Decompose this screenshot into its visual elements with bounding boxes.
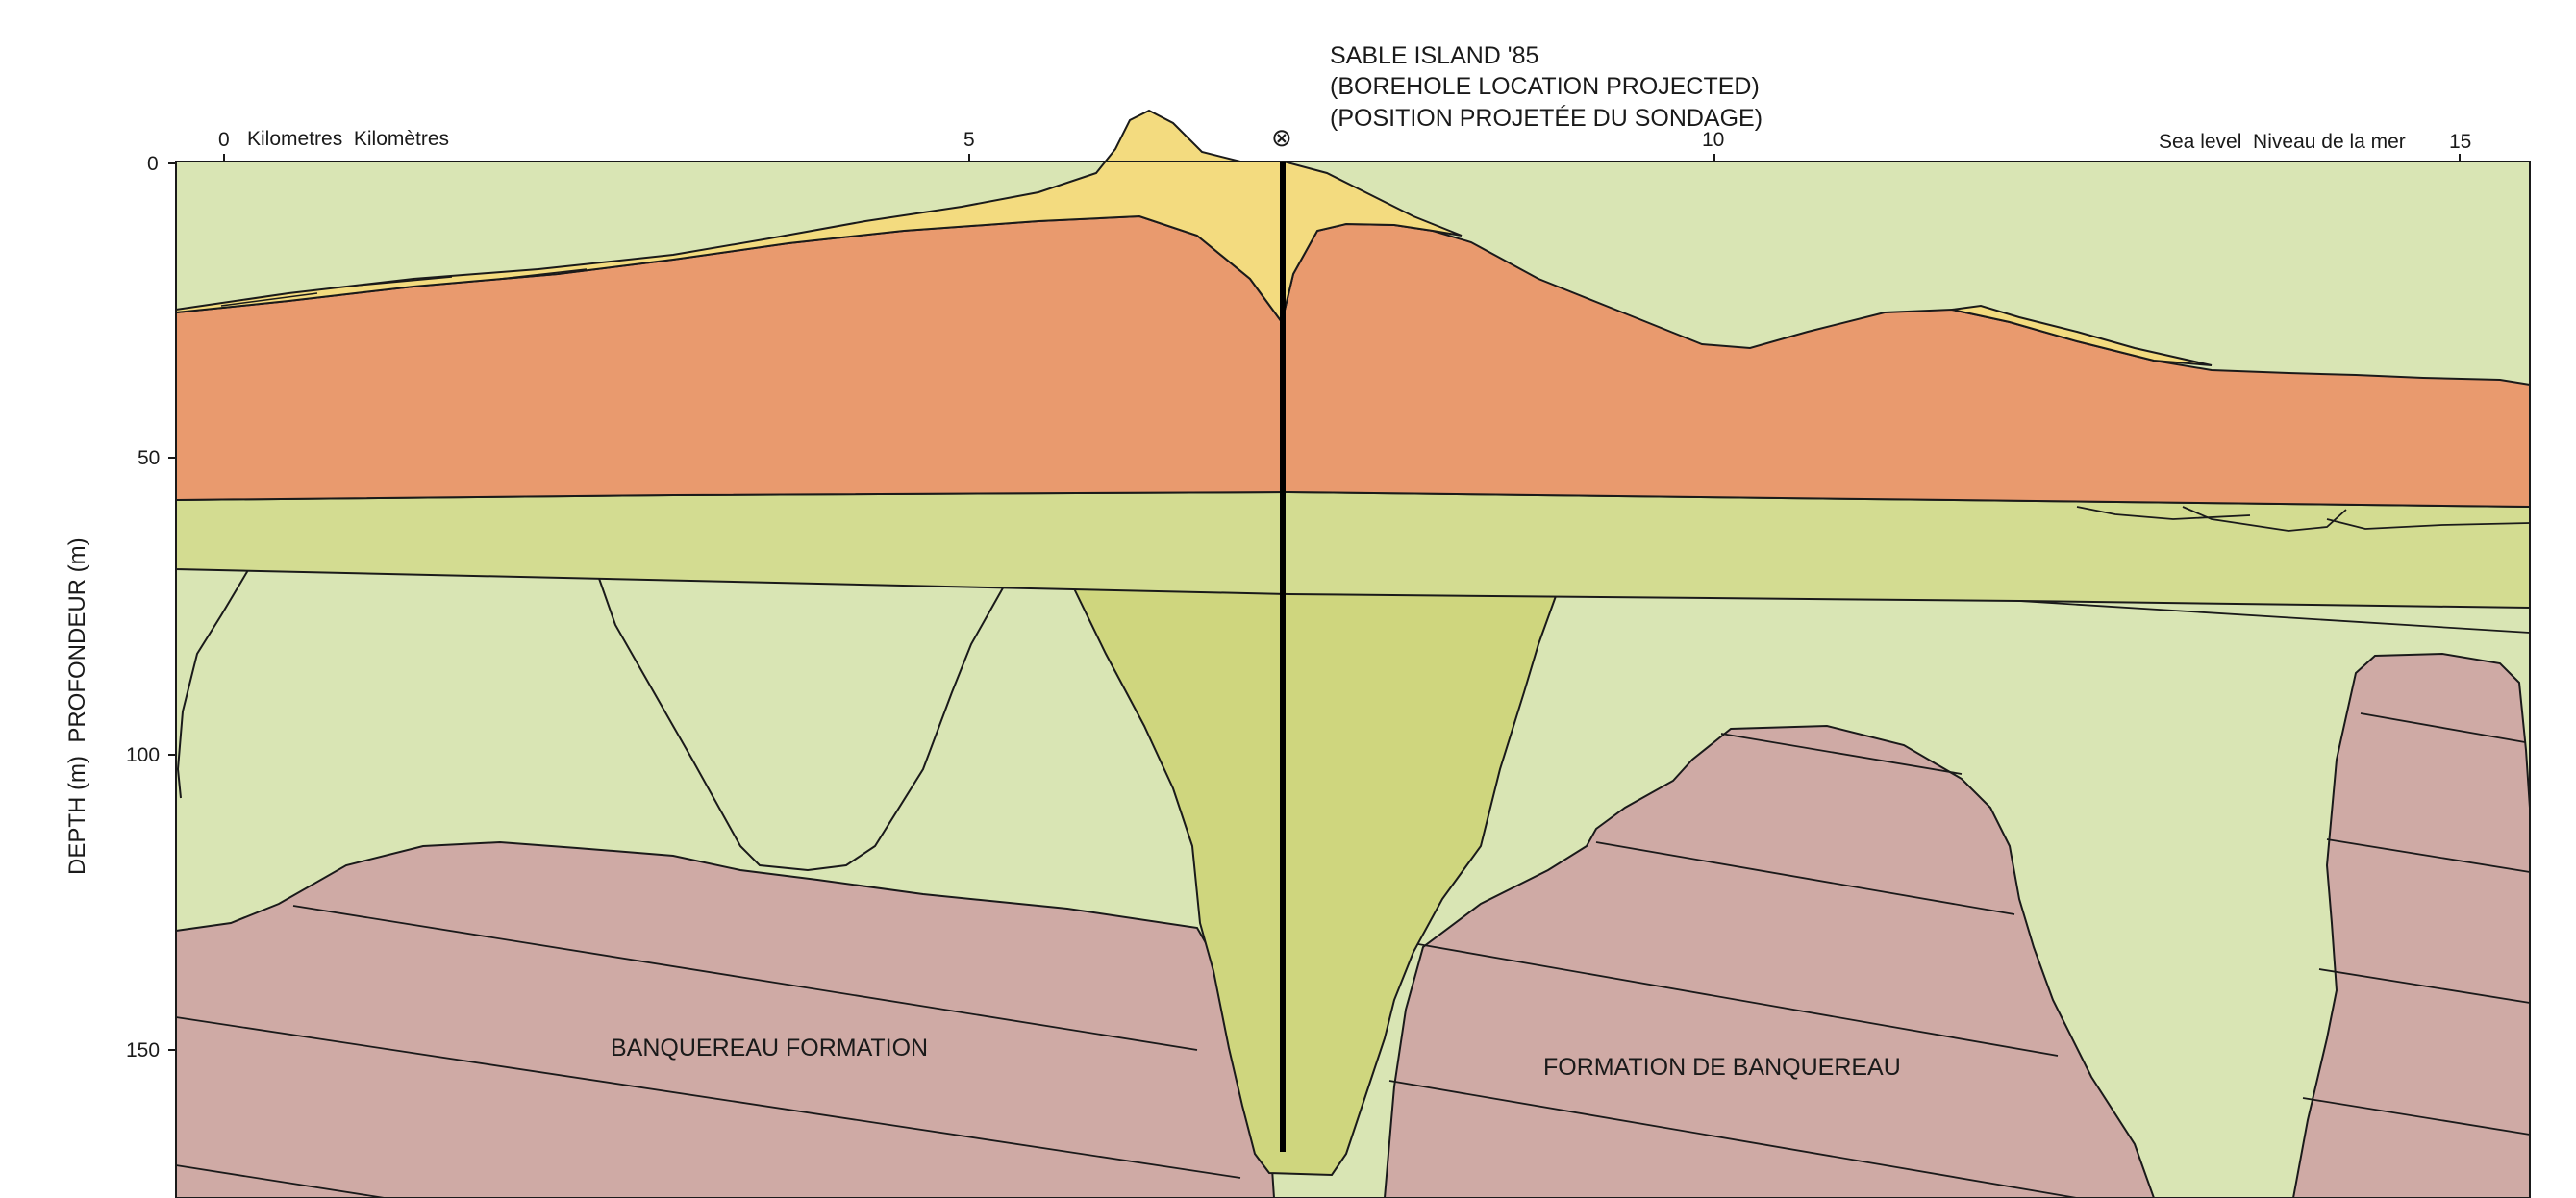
band-internal-lines xyxy=(2018,506,2531,634)
banquereau-right-body xyxy=(1383,724,2156,1198)
depth-tick-150: 150 xyxy=(126,1039,160,1061)
banquereau-formation-label: BANQUEREAU FORMATION xyxy=(611,1035,928,1061)
top-axis-label-5: 5 xyxy=(963,129,975,151)
borehole-symbol-icon: ⊗ xyxy=(1271,123,1292,152)
title-line-3: (POSITION PROJETÉE DU SONDAGE) xyxy=(1330,104,1763,132)
left-valley-boundary xyxy=(595,569,1006,872)
left-edge-boundary xyxy=(176,569,249,799)
depth-tick-100: 100 xyxy=(126,744,160,766)
banquereau-bedding xyxy=(175,712,2531,1198)
top-axis-label-0: 0 xyxy=(218,129,230,151)
sand-unit xyxy=(175,109,1463,325)
plot-frame xyxy=(175,161,2531,1198)
formation-de-banquereau-label: FORMATION DE BANQUEREAU xyxy=(1543,1054,1901,1081)
top-axis-label-10: 10 xyxy=(1702,129,1724,151)
top-axis-label-15: 15 xyxy=(2449,131,2471,153)
title-line-1: SABLE ISLAND '85 xyxy=(1330,42,1538,69)
depth-tick-0: 0 xyxy=(147,153,159,175)
title-line-2: (BOREHOLE LOCATION PROJECTED) xyxy=(1330,73,1760,100)
channel-infill xyxy=(1070,583,1558,1177)
sea-level-label: Sea level Niveau de la mer xyxy=(2159,131,2406,153)
banquereau-far-right-body xyxy=(2291,652,2531,1198)
top-axis-ticks xyxy=(223,154,2461,162)
depth-tick-50: 50 xyxy=(138,447,160,469)
sand-thin-lines xyxy=(220,268,588,307)
sand-lens-right xyxy=(1951,304,2213,366)
left-axis-ticks xyxy=(168,162,176,1051)
top-axis-units-label: Kilometres Kilomètres xyxy=(247,128,449,150)
depth-axis-title: DEPTH (m) PROFONDEUR (m) xyxy=(64,537,90,875)
